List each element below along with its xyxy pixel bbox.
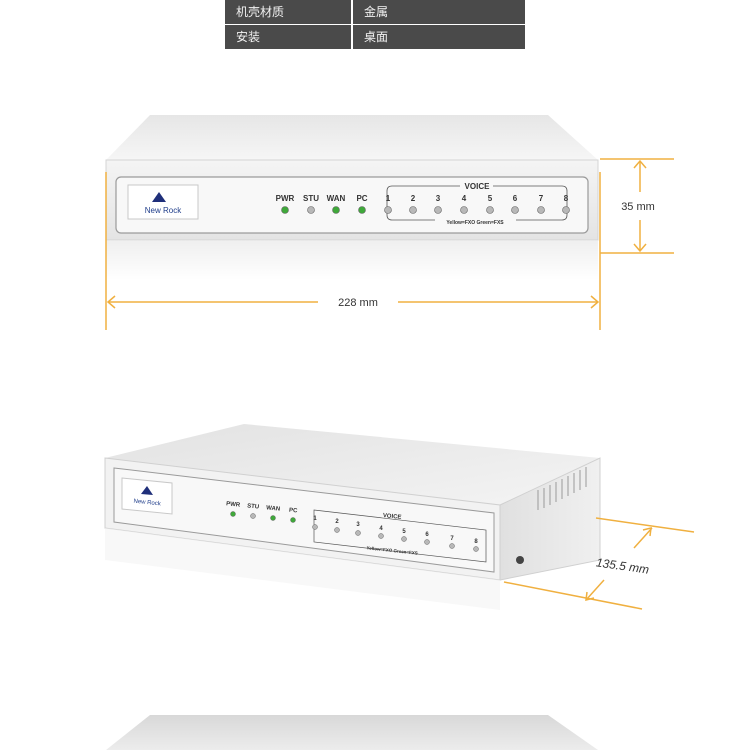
led-voice-4 <box>378 533 384 539</box>
new-rock-logo-icon <box>141 486 153 495</box>
device-top <box>105 424 600 505</box>
spec-row-material: 机壳材质 金属 <box>225 0 525 24</box>
device-reflection <box>106 240 598 280</box>
led-stu <box>250 513 256 519</box>
front-bezel <box>115 176 589 234</box>
power-jack <box>516 556 524 564</box>
voice-frame <box>313 509 487 563</box>
led-voice-1 <box>312 524 318 530</box>
voice-port-label-5: 5 <box>402 529 406 535</box>
logo-text: New Rock <box>145 206 182 215</box>
led-voice-5 <box>486 206 494 214</box>
indicator-label-stu: STU <box>303 194 319 203</box>
indicator-label-wan: WAN <box>266 505 281 512</box>
led-pc <box>290 517 296 523</box>
indicator-label-pwr: PWR <box>226 501 241 509</box>
led-voice-8 <box>473 546 479 552</box>
led-voice-4 <box>460 206 468 214</box>
voice-port-label-2: 2 <box>411 194 416 203</box>
depth-label: 135.5 mm <box>595 555 650 576</box>
led-pwr <box>281 206 289 214</box>
voice-port-label-8: 8 <box>564 194 569 203</box>
voice-port-label-3: 3 <box>436 194 441 203</box>
front-bezel <box>113 467 495 573</box>
height-dimension <box>600 158 674 254</box>
led-wan <box>332 206 340 214</box>
width-label: 228 mm <box>338 297 378 309</box>
device-reflection <box>105 528 500 610</box>
spec-value: 金属 <box>353 0 525 24</box>
indicator-label-stu: STU <box>247 503 260 510</box>
led-stu <box>307 206 315 214</box>
voice-port-label-7: 7 <box>450 536 454 542</box>
voice-port-label-2: 2 <box>335 519 339 525</box>
led-voice-8 <box>562 206 570 214</box>
device-angled-view: New Rock PWR STU WAN PC VOICE Yellow=FXO… <box>104 424 695 610</box>
device-front-view: New Rock PWR STU WAN PC VOICE Yellow=FXO… <box>105 115 674 330</box>
led-pc <box>358 206 366 214</box>
led-wan <box>270 515 276 521</box>
led-voice-7 <box>537 206 545 214</box>
side-vents <box>537 467 587 510</box>
spec-table: 机壳材质 金属 安装 桌面 <box>225 0 525 50</box>
voice-port-label-6: 6 <box>513 194 518 203</box>
device-top <box>106 115 598 160</box>
logo-box <box>121 477 173 515</box>
led-voice-7 <box>449 543 455 549</box>
voice-port-label-7: 7 <box>539 194 544 203</box>
indicator-label-wan: WAN <box>327 194 346 203</box>
voice-title: VOICE <box>465 182 491 191</box>
device-partial-view <box>106 715 598 750</box>
voice-port-label-5: 5 <box>488 194 493 203</box>
voice-port-label-1: 1 <box>386 194 391 203</box>
indicator-label-pwr: PWR <box>276 194 295 203</box>
indicator-label-pc: PC <box>289 508 299 515</box>
voice-frame <box>386 185 568 221</box>
spec-value: 桌面 <box>353 25 525 49</box>
led-voice-1 <box>384 206 392 214</box>
voice-port-label-3: 3 <box>356 522 360 528</box>
led-voice-3 <box>355 530 361 536</box>
depth-dimension <box>503 517 695 610</box>
led-voice-3 <box>434 206 442 214</box>
width-dimension <box>105 172 601 330</box>
height-label: 35 mm <box>621 201 655 213</box>
indicator-label-pc: PC <box>356 194 367 203</box>
voice-port-label-6: 6 <box>425 532 429 538</box>
logo-text: New Rock <box>133 499 162 508</box>
voice-legend: Yellow=FXO Green=FXS <box>446 220 504 226</box>
spec-label: 安装 <box>225 25 351 49</box>
spec-row-install: 安装 桌面 <box>225 25 525 49</box>
new-rock-logo-icon <box>152 192 166 202</box>
led-pwr <box>230 511 236 517</box>
voice-title: VOICE <box>383 513 402 521</box>
device-top <box>106 715 598 750</box>
voice-port-label-1: 1 <box>313 516 317 522</box>
led-voice-2 <box>334 527 340 533</box>
voice-port-label-4: 4 <box>379 526 383 532</box>
voice-port-label-8: 8 <box>474 539 478 545</box>
voice-port-label-4: 4 <box>462 194 467 203</box>
led-voice-5 <box>401 536 407 542</box>
spec-label: 机壳材质 <box>225 0 351 24</box>
led-voice-6 <box>511 206 519 214</box>
led-voice-6 <box>424 539 430 545</box>
led-voice-2 <box>409 206 417 214</box>
voice-legend: Yellow=FXO Green=FXS <box>366 545 418 555</box>
